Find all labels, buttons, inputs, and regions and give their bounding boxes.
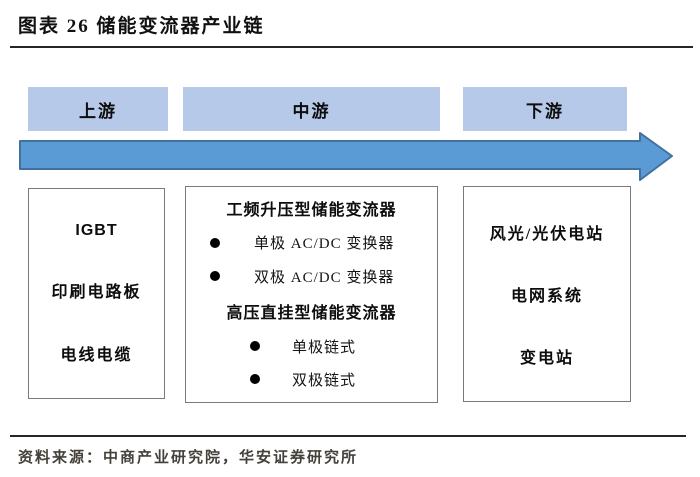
title-underline — [10, 46, 693, 48]
upstream-item-cables: 电线电缆 — [60, 346, 133, 364]
midstream-bullet-label: 单极 AC/DC 变换器 — [254, 236, 395, 253]
stage-label-upstream: 上游 — [79, 101, 117, 121]
midstream-bullet-label: 双极链式 — [292, 372, 357, 389]
flow-right-arrow-icon — [19, 132, 673, 181]
bullet-icon — [210, 237, 220, 248]
downstream-item-grid-system: 电网系统 — [510, 288, 583, 305]
footer-rule — [10, 435, 686, 437]
midstream-bullet-unipolar-chain: 单极链式 — [186, 336, 437, 357]
stage-label-downstream: 下游 — [526, 101, 564, 121]
figure-title: 图表 26 储能变流器产业链 — [18, 16, 265, 37]
bullet-icon — [250, 341, 260, 352]
midstream-bullet-label: 双极 AC/DC 变换器 — [254, 269, 395, 286]
stage-header-upstream: 上游 — [28, 87, 168, 131]
upstream-item-pcb: 印刷电路板 — [51, 284, 142, 302]
downstream-item-substation: 变电站 — [519, 350, 574, 367]
midstream-bullet-label: 单极链式 — [292, 339, 357, 356]
stage-label-midstream: 中游 — [292, 101, 331, 121]
midstream-bullet-bipolar-acdc: 双极 AC/DC 变换器 — [186, 266, 437, 287]
upstream-item-igbt: IGBT — [75, 222, 118, 240]
bullet-icon — [250, 374, 260, 385]
downstream-content-box: 风光/光伏电站 电网系统 变电站 — [463, 186, 631, 402]
stage-header-midstream: 中游 — [183, 87, 440, 131]
bullet-icon — [210, 271, 220, 282]
stage-header-downstream: 下游 — [463, 87, 627, 131]
midstream-heading-hv-direct-type: 高压直挂型储能变流器 — [226, 305, 397, 323]
midstream-bullet-unipolar-acdc: 单极 AC/DC 变换器 — [186, 232, 437, 253]
midstream-content-box: 工频升压型储能变流器 单极 AC/DC 变换器 双极 AC/DC 变换器 高压直… — [185, 186, 438, 403]
source-attribution: 资料来源：中商产业研究院，华安证券研究所 — [18, 450, 359, 466]
midstream-bullet-bipolar-chain: 双极链式 — [186, 369, 437, 390]
downstream-item-wind-pv-station: 风光/光伏电站 — [489, 226, 605, 243]
upstream-content-box: IGBT 印刷电路板 电线电缆 — [28, 188, 165, 399]
midstream-heading-boost-type: 工频升压型储能变流器 — [226, 202, 397, 219]
